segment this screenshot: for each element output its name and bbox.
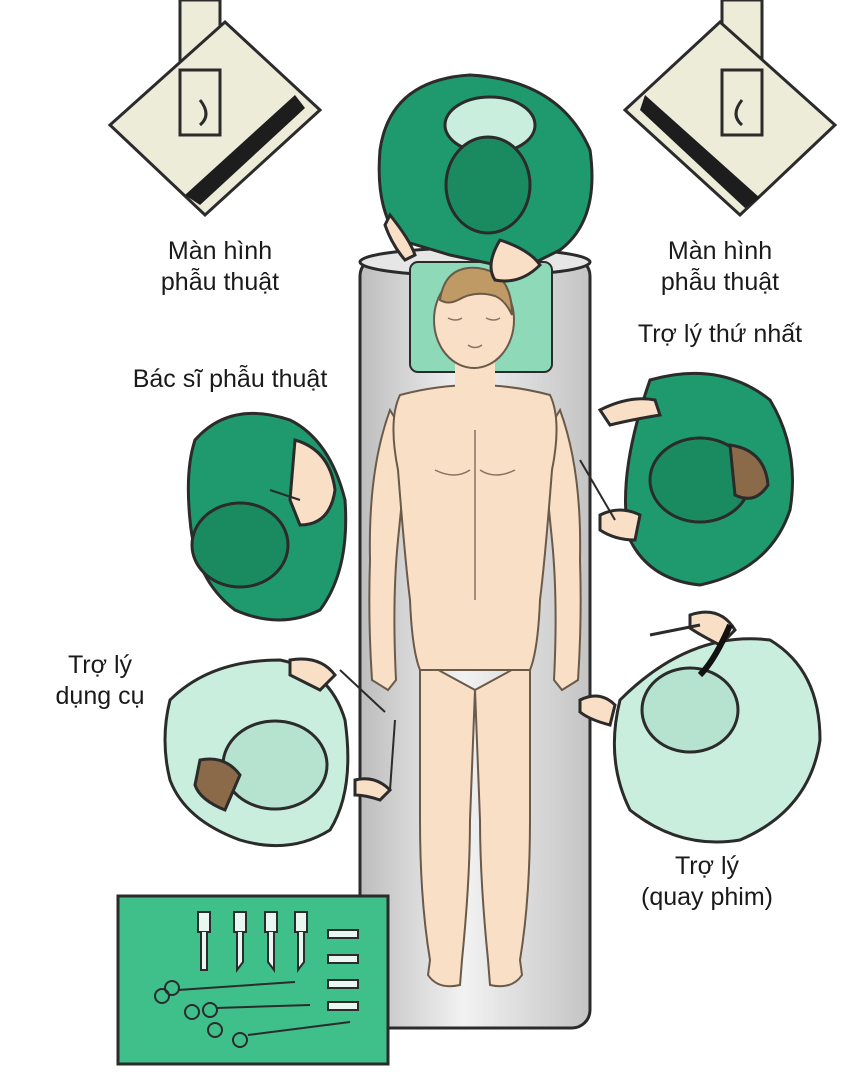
patient [368, 271, 582, 988]
label-line: Bác sĩ phẫu thuật [132, 365, 328, 393]
surgeon-figure [186, 411, 348, 622]
label-monitor-right: Màn hình phẫu thuật [640, 236, 800, 298]
label-camera-assistant: Trợ lý (quay phim) [612, 851, 802, 913]
instrument-tray [116, 894, 390, 1066]
anesthesia-figure-top [377, 73, 594, 283]
label-line: phẫu thuật [660, 268, 780, 296]
patient-face-lines [434, 317, 516, 600]
label-line: Trợ lý [67, 651, 133, 679]
label-line: Trợ lý thứ nhất [637, 320, 803, 348]
label-line: Màn hình [667, 237, 773, 265]
monitor-right [622, 0, 838, 218]
label-line: Trợ lý [674, 852, 740, 880]
label-scrub-nurse: Trợ lý dụng cụ [30, 650, 170, 712]
label-line: Màn hình [167, 237, 273, 265]
label-surgeon: Bác sĩ phẫu thuật [100, 364, 360, 395]
label-line: (quay phim) [641, 883, 773, 911]
monitor-left [107, 0, 323, 218]
label-line: dụng cụ [55, 682, 145, 710]
label-first-assistant: Trợ lý thứ nhất [600, 319, 840, 350]
camera-assistant-figure [578, 610, 822, 844]
first-assistant-figure [579, 371, 794, 587]
scrub-nurse-figure [163, 657, 396, 848]
label-line: phẫu thuật [160, 268, 280, 296]
label-monitor-left: Màn hình phẫu thuật [120, 236, 320, 298]
